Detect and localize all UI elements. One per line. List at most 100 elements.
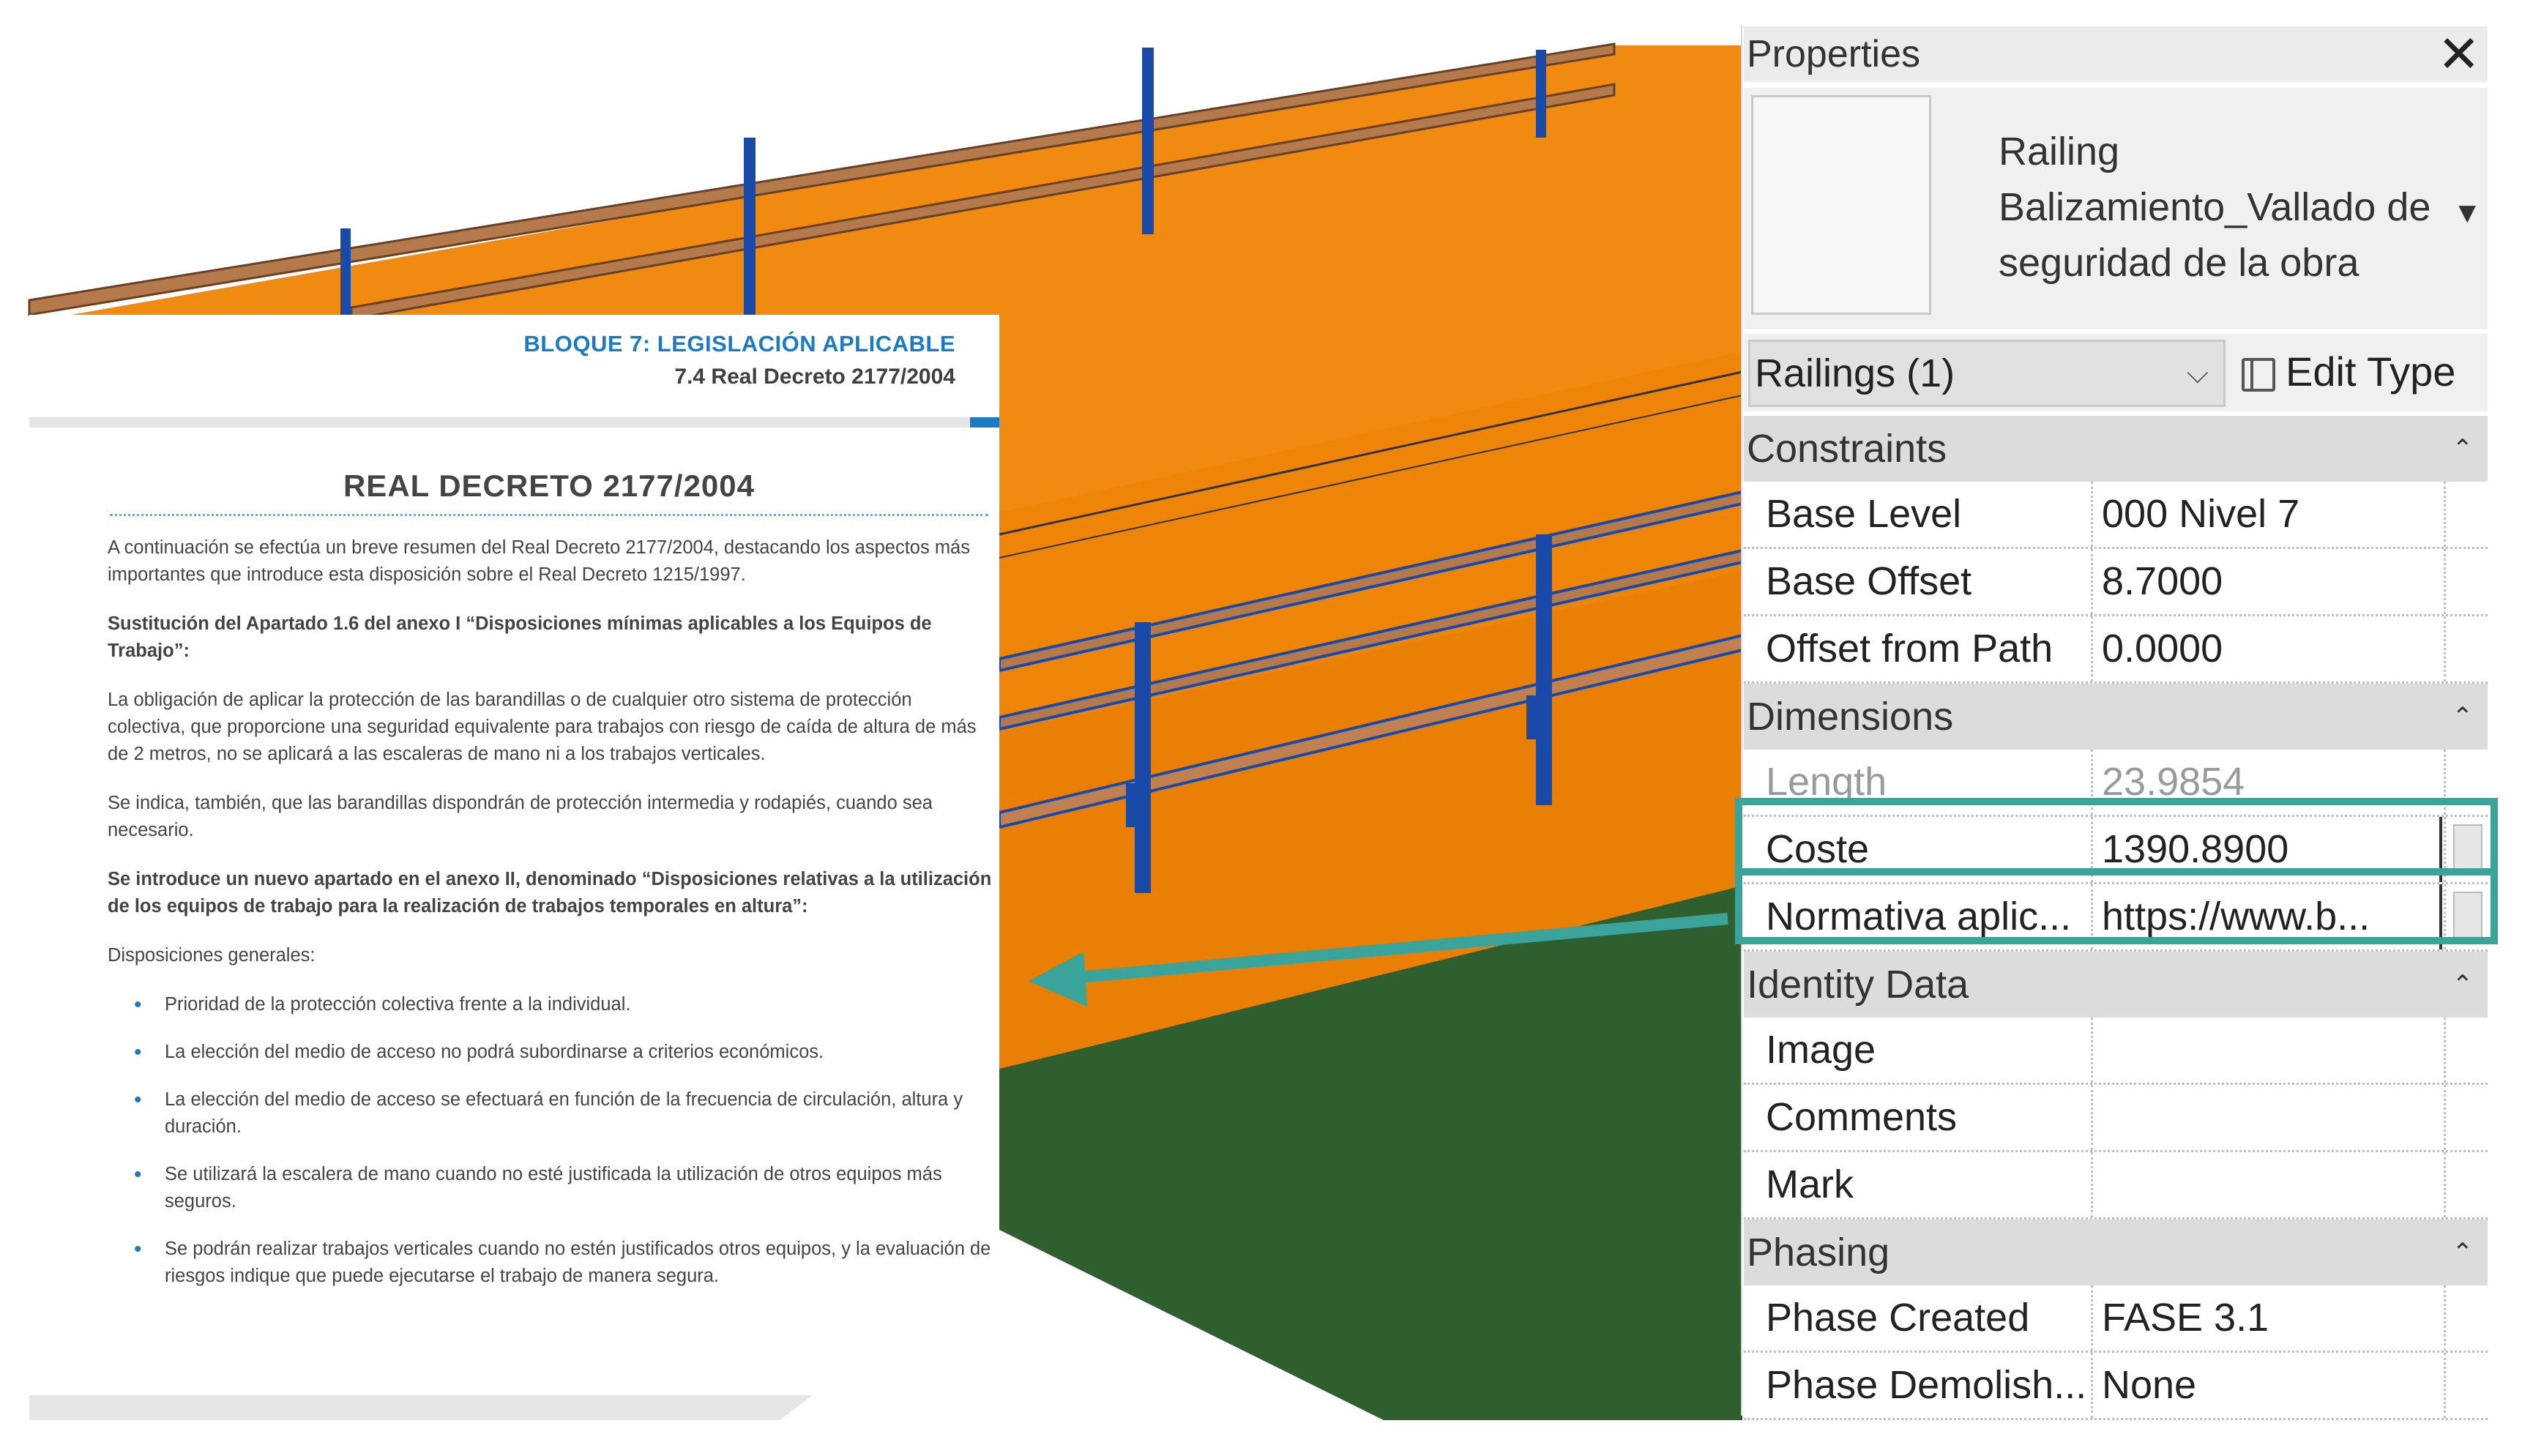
doc-paragraph: Se indica, también, que las barandillas … [108,793,933,840]
property-row-length: Length 23.9854 [1744,750,2488,817]
property-row-mark[interactable]: Mark [1744,1152,2488,1220]
legislation-document: BLOQUE 7: LEGISLACIÓN APLICABLE 7.4 Real… [29,315,999,1420]
roof-edge-line-2 [999,395,1743,559]
group-constraints[interactable]: Constraints ⌃ [1744,416,2488,482]
row-edit-cell [2444,549,2488,614]
doc-header-accent [970,417,999,428]
collapse-icon[interactable]: ⌃ [2452,703,2474,731]
property-label: Base Level [1766,492,1962,536]
doc-footer-bar [29,1395,999,1420]
property-value[interactable]: 000 Nivel 7 [2091,482,2442,547]
property-label: Phase Created [1766,1296,2030,1340]
doc-title: REAL DECRETO 2177/2004 [343,468,756,503]
property-row-phase-demolished[interactable]: Phase Demolish... None [1744,1353,2488,1420]
property-label: Phase Demolish... [1766,1363,2087,1407]
properties-panel: Properties ✕ Railing Balizamiento_Vallad… [1741,25,2491,1420]
property-label: Base Offset [1766,559,1972,603]
property-value[interactable] [2091,1085,2442,1150]
doc-bullet-list: Prioridad de la protección colectiva fre… [108,991,993,1290]
doc-paragraph: Disposiciones generales: [108,945,316,966]
property-value[interactable]: 1390.8900 [2091,817,2442,882]
edit-type-icon [2242,358,2275,392]
group-label: Constraints [1747,427,1947,471]
property-value[interactable]: FASE 3.1 [2091,1285,2442,1351]
doc-header-bar [29,417,999,428]
doc-paragraph: A continuación se efectúa un breve resum… [108,537,970,585]
row-edit-cell [2444,616,2488,682]
property-value[interactable]: None [2091,1353,2442,1418]
group-label: Dimensions [1747,695,1954,739]
doc-title-divider [110,514,988,516]
category-filter-label: Railings (1) [1755,351,1955,395]
type-name-line: seguridad de la obra [1999,241,2359,285]
group-phasing[interactable]: Phasing ⌃ [1744,1220,2488,1285]
group-dimensions[interactable]: Dimensions ⌃ [1744,684,2488,750]
property-row-offset-from-path[interactable]: Offset from Path 0.0000 [1744,616,2488,684]
property-label: Normativa aplic... [1766,895,2072,938]
property-value[interactable]: 8.7000 [2091,549,2442,614]
row-edit-cell [2444,750,2488,815]
chevron-down-icon: ⌵ [2186,357,2209,389]
doc-body: A continuación se efectúa un breve resum… [108,534,993,1310]
filter-row: Railings (1) ⌵ Edit Type [1744,334,2488,411]
row-edit-button[interactable] [2444,817,2488,882]
doc-subsection-title: 7.4 Real Decreto 2177/2004 [674,365,955,389]
collapse-icon[interactable]: ⌃ [2452,435,2474,463]
properties-grid: Constraints ⌃ Base Level 000 Nivel 7 Bas… [1744,416,2488,1420]
type-preview-image [1751,95,1931,315]
list-item: La elección del medio de acceso no podrá… [134,1039,993,1066]
orange-roof-plane [29,45,1742,556]
list-item: Se podrán realizar trabajos verticales c… [134,1236,993,1290]
group-identity-data[interactable]: Identity Data ⌃ [1744,952,2488,1018]
property-label: Comments [1766,1095,1958,1139]
property-row-normativa[interactable]: Normativa aplic... https://www.b... [1744,884,2488,952]
chevron-down-icon[interactable]: ▼ [2452,197,2482,229]
property-row-comments[interactable]: Comments [1744,1085,2488,1152]
row-edit-cell [2444,1085,2488,1150]
property-label: Mark [1766,1162,1854,1206]
property-row-base-level[interactable]: Base Level 000 Nivel 7 [1744,482,2488,549]
row-edit-cell [2444,1353,2488,1418]
type-family-name: Railing [1999,130,2120,173]
doc-section-title: BLOQUE 7: LEGISLACIÓN APLICABLE [523,331,955,356]
property-row-base-offset[interactable]: Base Offset 8.7000 [1744,549,2488,616]
category-filter-dropdown[interactable]: Railings (1) ⌵ [1748,340,2226,407]
collapse-icon[interactable]: ⌃ [2452,1239,2474,1266]
group-label: Identity Data [1747,963,1969,1007]
property-row-image[interactable]: Image [1744,1018,2488,1085]
list-item: Prioridad de la protección colectiva fre… [134,991,993,1018]
collapse-icon[interactable]: ⌃ [2452,971,2474,998]
property-label: Length [1766,760,1887,804]
row-edit-cell [2444,1018,2488,1083]
connector-arrow [1029,913,1728,1007]
property-label: Coste [1766,827,1870,871]
property-value[interactable]: https://www.b... [2091,884,2442,949]
roof-edge-line [999,370,1743,536]
row-edit-cell [2444,1285,2488,1351]
type-selector-label: Railing Balizamiento_Vallado de segurida… [1999,124,2438,291]
list-item: Se utilizará la escalera de mano cuando … [134,1161,993,1215]
edit-type-button[interactable]: Edit Type [2242,338,2455,406]
list-item: La elección del medio de acceso se efect… [134,1086,993,1140]
lower-railing [998,490,1744,893]
ground-plane [999,886,1742,1420]
doc-paragraph-heading: Sustitución del Apartado 1.6 del anexo I… [108,613,932,661]
row-edit-cell [2444,1152,2488,1217]
property-value: 23.9854 [2091,750,2442,815]
row-edit-cell [2444,482,2488,547]
properties-title: Properties [1744,26,2488,82]
doc-paragraph: La obligación de aplicar la protección d… [108,690,977,764]
close-icon[interactable]: ✕ [2437,26,2480,83]
edit-type-label: Edit Type [2286,348,2456,395]
property-value[interactable]: 0.0000 [2091,616,2442,682]
group-label: Phasing [1747,1231,1890,1274]
property-row-phase-created[interactable]: Phase Created FASE 3.1 [1744,1285,2488,1353]
property-value[interactable] [2091,1018,2442,1083]
highlight-box [1735,798,2498,944]
property-label: Offset from Path [1766,627,2053,671]
doc-paragraph-heading: Se introduce un nuevo apartado en el ane… [108,869,992,916]
property-value[interactable] [2091,1152,2442,1217]
type-name-line: Balizamiento_Vallado de [1999,185,2431,229]
